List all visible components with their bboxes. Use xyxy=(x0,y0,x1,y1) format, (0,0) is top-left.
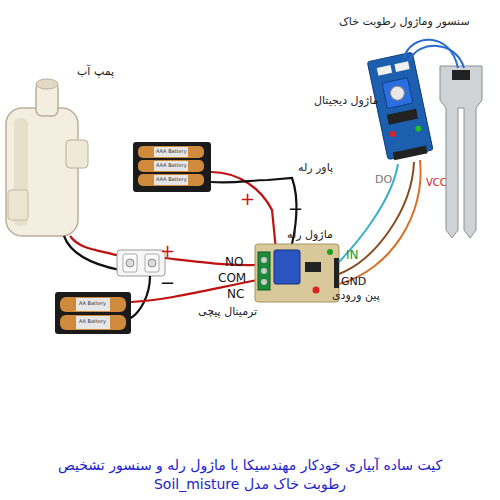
pin-name: GND xyxy=(341,276,366,289)
pin-name: IN xyxy=(346,249,359,263)
part-name: ماژول رله xyxy=(287,229,333,242)
part-name: ترمینال پیچی xyxy=(198,306,257,319)
part-name: ماژول دیجیتال xyxy=(314,95,378,108)
part-name: پاور رله xyxy=(298,162,333,175)
battery-print: AAA Battery xyxy=(156,149,187,155)
polarity-mark: − xyxy=(160,274,175,292)
part-name: پمپ آب xyxy=(77,66,114,79)
pin-name: NO xyxy=(225,256,243,270)
caption: کیت ساده آبیاری خودکار مهندسیکا با ماژول… xyxy=(40,456,460,494)
part-name: سنسور وماژول رطوبت خاک xyxy=(339,16,470,29)
pin-name: DO xyxy=(375,174,392,187)
aa-battery-pack xyxy=(55,292,131,334)
polarity-mark: − xyxy=(288,200,303,218)
battery-print: AAA Battery xyxy=(156,177,187,183)
part-name: پین ورودی xyxy=(332,290,380,303)
aaa-battery-pack xyxy=(133,142,211,192)
polarity-mark: + xyxy=(160,242,175,260)
polarity-mark: + xyxy=(240,190,255,208)
pin-name: VCC xyxy=(426,177,447,189)
battery-print: AA Battery xyxy=(79,301,106,307)
pin-name: COM xyxy=(218,272,246,286)
water-pump xyxy=(6,79,88,236)
soil-probe xyxy=(440,66,482,238)
battery-print: AA Battery xyxy=(79,319,106,325)
battery-print: AAA Battery xyxy=(156,163,187,169)
pin-name: NC xyxy=(227,288,244,302)
screw-terminal xyxy=(117,250,165,276)
relay-module xyxy=(255,244,339,302)
